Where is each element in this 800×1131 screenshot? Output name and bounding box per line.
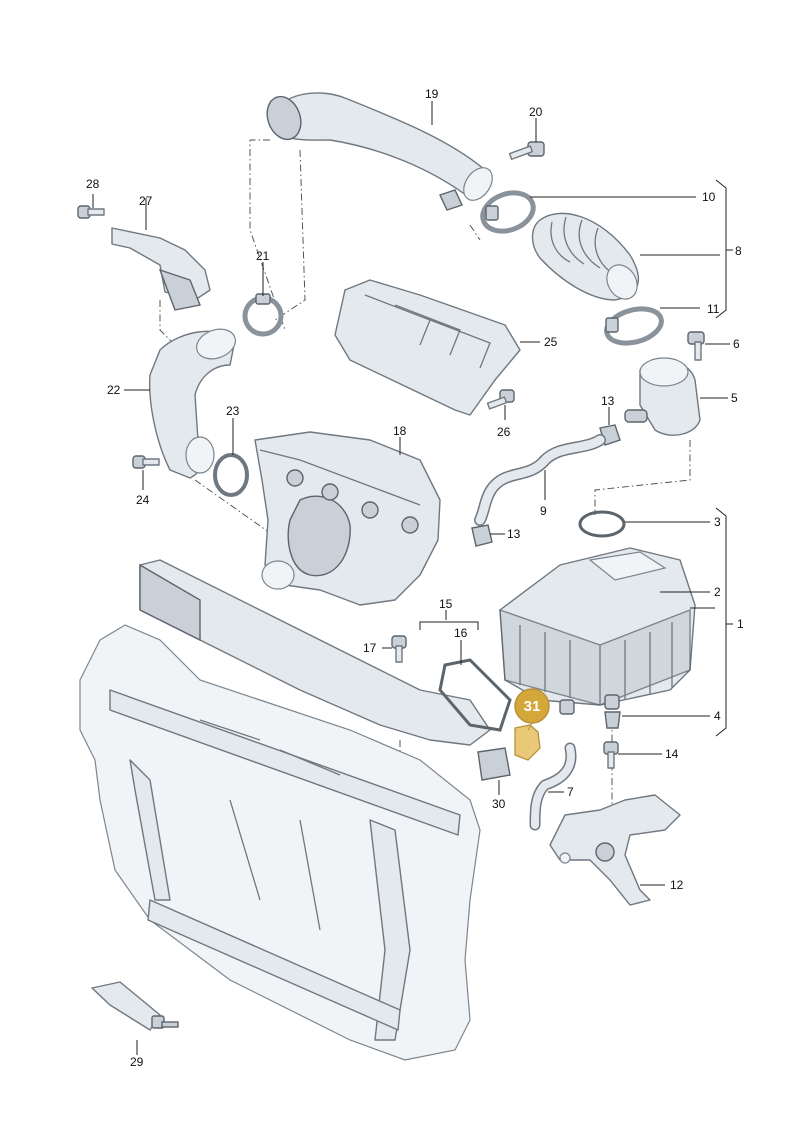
breather-hose-9 (474, 434, 606, 526)
gasket-23 (213, 453, 249, 497)
bolt-24 (132, 455, 160, 469)
bracket-12 (549, 794, 681, 906)
label-22: 22 (107, 383, 121, 397)
bracket-27 (111, 227, 211, 311)
highlighted-bracket-31 (514, 724, 541, 761)
label-29: 29 (130, 1055, 144, 1069)
hose-clip-13b (471, 524, 493, 547)
bolt-26 (486, 389, 515, 410)
grease-tube-29 (91, 981, 179, 1031)
bolt-17 (391, 635, 407, 663)
label-3: 3 (714, 515, 721, 529)
label-9: 9 (540, 504, 547, 518)
label-11: 11 (707, 302, 720, 316)
label-14: 14 (665, 747, 679, 761)
seal-16 (438, 658, 512, 732)
label-4: 4 (714, 709, 721, 723)
label-8: 8 (735, 244, 742, 258)
engine-cover-25 (334, 279, 521, 416)
hose-clamp-10 (480, 190, 536, 234)
highlight-badge-label[interactable]: 31 (524, 698, 541, 715)
bolt-28 (77, 205, 105, 219)
leader-lines (92, 101, 733, 1055)
label-30: 30 (492, 797, 506, 811)
bellows-hose-8 (531, 212, 640, 301)
drain-hose-7 (529, 742, 577, 831)
turbo-manifold-18 (254, 431, 441, 606)
label-1: 1 (737, 617, 744, 631)
intake-pipe (266, 92, 493, 211)
label-5: 5 (731, 391, 738, 405)
label-18: 18 (393, 424, 407, 438)
label-10: 10 (702, 190, 716, 204)
label-12: 12 (670, 878, 684, 892)
air-filter-housing (499, 547, 696, 715)
radiator-support-frame (79, 624, 481, 1061)
connector-5 (624, 357, 701, 436)
seal-3 (578, 510, 626, 538)
label-23: 23 (226, 404, 240, 418)
label-20: 20 (529, 105, 543, 119)
label-16: 16 (454, 626, 468, 640)
label-13b: 13 (507, 527, 521, 541)
label-28: 28 (86, 177, 100, 191)
label-25: 25 (544, 335, 558, 349)
label-13a: 13 (601, 394, 615, 408)
label-15: 15 (439, 597, 453, 611)
label-26: 26 (497, 425, 511, 439)
hose-clamp-11 (604, 306, 664, 346)
bolt-14 (603, 741, 619, 769)
label-6: 6 (733, 337, 740, 351)
label-21: 21 (256, 249, 270, 263)
elbow-pipe-22 (148, 328, 236, 479)
part-labels: 19 20 10 8 11 6 5 28 27 21 22 23 24 18 2… (86, 87, 744, 1069)
bolt-20 (508, 141, 545, 160)
bolt-6 (687, 331, 705, 361)
label-17: 17 (363, 641, 377, 655)
label-2: 2 (714, 585, 721, 599)
label-7: 7 (567, 785, 574, 799)
clamp-21 (242, 293, 284, 337)
label-19: 19 (425, 87, 439, 101)
grommet-4 (604, 711, 621, 729)
clip-30 (477, 747, 511, 781)
label-24: 24 (136, 493, 150, 507)
highlight-badge-31[interactable]: 31 (514, 688, 550, 731)
highlight-badge-circle[interactable] (514, 688, 550, 724)
label-27: 27 (139, 194, 153, 208)
air-guide-duct (139, 559, 491, 746)
